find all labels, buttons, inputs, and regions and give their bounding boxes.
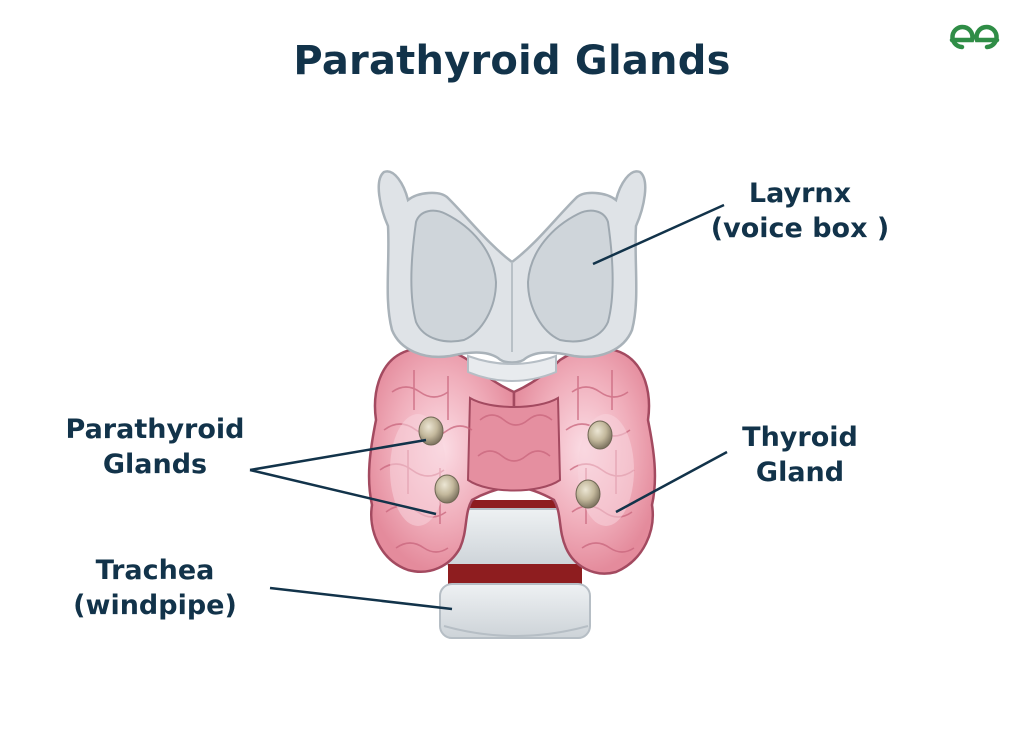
parathyroid-leader-line: [249, 468, 437, 516]
leader-lines: [249, 203, 728, 611]
parathyroid-leader-line: [249, 438, 427, 472]
parathyroid-gland: [434, 474, 460, 504]
larynx-label-line2: (voice box ): [710, 213, 890, 244]
parathyroid-gland: [575, 479, 601, 509]
larynx-label: Layrnx (voice box ): [700, 176, 900, 246]
trachea-ring: [439, 583, 591, 639]
trachea-label-line2: (windpipe): [73, 590, 237, 621]
parathyroid-gland: [587, 420, 613, 450]
thyroid-isthmus: [466, 396, 562, 492]
trachea-label: Trachea (windpipe): [50, 553, 260, 623]
larynx-right-plate: [526, 209, 614, 343]
parathyroid-glands: [418, 416, 613, 509]
thyroid-leader-line: [615, 450, 728, 514]
thyroid-label: Thyroid Gland: [720, 420, 880, 490]
larynx-left-plate: [410, 209, 498, 343]
thyroid-label-line1: Thyroid: [742, 422, 858, 453]
larynx-label-line1: Layrnx: [748, 178, 852, 209]
parathyroid-label-line1: Parathyroid: [65, 414, 245, 445]
parathyroid-gland: [418, 416, 444, 446]
larynx-leader-line: [592, 203, 725, 266]
geeksforgeeks-logo: [949, 24, 1000, 50]
parathyroid-label-line2: Glands: [102, 449, 208, 480]
thyroid-label-line2: Gland: [755, 457, 845, 488]
trachea-label-line1: Trachea: [95, 555, 215, 586]
trachea: [439, 500, 591, 639]
parathyroid-label: Parathyroid Glands: [45, 412, 265, 482]
larynx: [377, 170, 647, 382]
trachea-leader-line: [269, 586, 453, 611]
page-title: Parathyroid Glands: [293, 38, 731, 84]
